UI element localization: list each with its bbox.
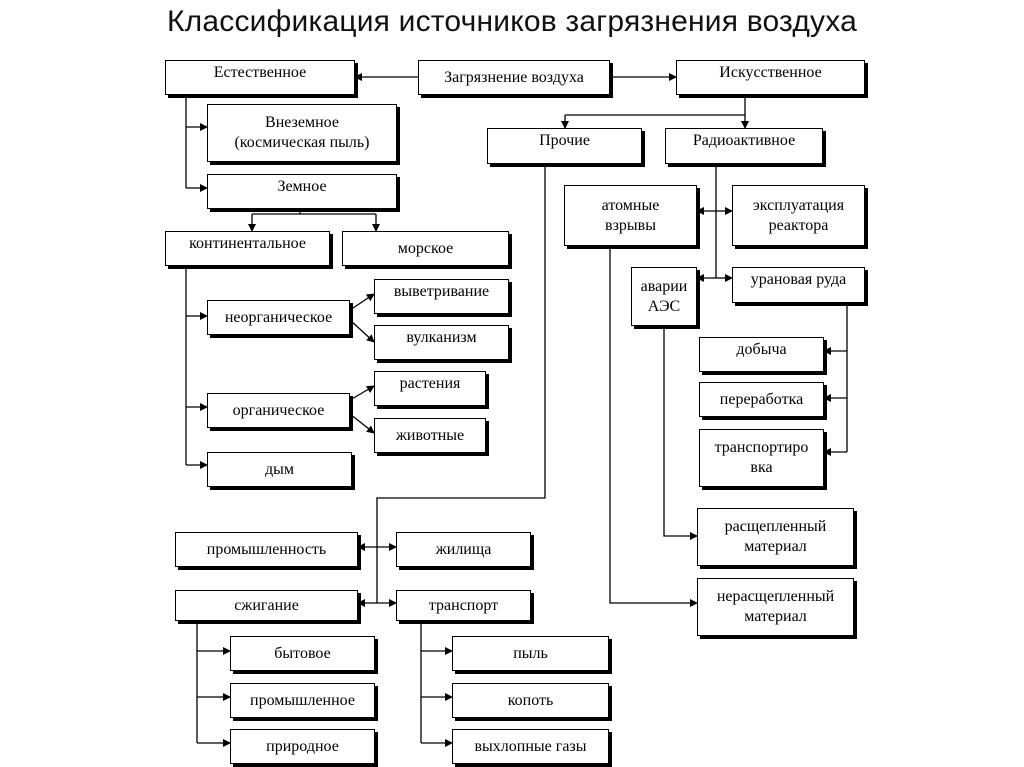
box-marine: морское [342,231,509,266]
box-mining: добыча [699,337,824,372]
arrow-to-weathering [349,293,375,311]
box-volcanism: вулканизм [374,325,509,360]
box-processing: переработка [699,382,824,417]
box-reactor-operation: эксплуатация реактора [732,185,865,246]
box-natural: Естественное [165,60,355,95]
box-transportation: транспортиро вка [699,429,824,487]
box-fission-material: расщепленный материал [697,508,854,566]
box-industry: промышленность [175,532,358,567]
box-organic: органическое [207,393,350,428]
arrow-to-volcanism [349,319,375,343]
box-smoke: дым [207,452,352,487]
box-air-pollution: Загрязнение воздуха [418,60,610,95]
box-dwellings: жилища [396,532,531,567]
box-combustion: сжигание [175,590,358,621]
box-dust: пыль [452,636,609,671]
box-other: Прочие [487,128,642,164]
arrow-to-nonfission-material [609,246,698,607]
box-industrial: промышленное [230,683,375,718]
box-continental: континентальное [165,231,330,266]
arrow-to-animals [349,413,375,434]
box-extraterrestrial: Внеземное (космическая пыль) [207,104,397,162]
line-other-trunk [376,164,546,603]
box-plants: растения [374,371,486,406]
arrow-to-plants [349,385,375,401]
arrow-to-fission-material [663,326,698,540]
box-terrestrial: Земное [207,174,397,209]
box-household: бытовое [230,636,375,671]
box-inorganic: неорганическое [207,300,350,335]
box-artificial: Искусственное [676,60,865,95]
box-radioactive: Радиоактивное [665,128,823,164]
box-uranium-ore: урановая руда [732,267,865,303]
box-natural-fire: природное [230,729,375,764]
page-title: Классификация источников загрязнения воз… [167,5,857,38]
box-npp-accidents: аварии АЭС [631,267,697,326]
box-nonfission-material: нерасщепленный материал [697,578,854,636]
box-weathering: выветривание [374,279,509,314]
box-exhaust: выхлопные газы [452,729,609,764]
box-soot: копоть [452,683,609,718]
box-transport: транспорт [396,590,531,621]
box-atomic-explosions: атомные взрывы [564,185,697,246]
box-animals: животные [374,418,486,453]
